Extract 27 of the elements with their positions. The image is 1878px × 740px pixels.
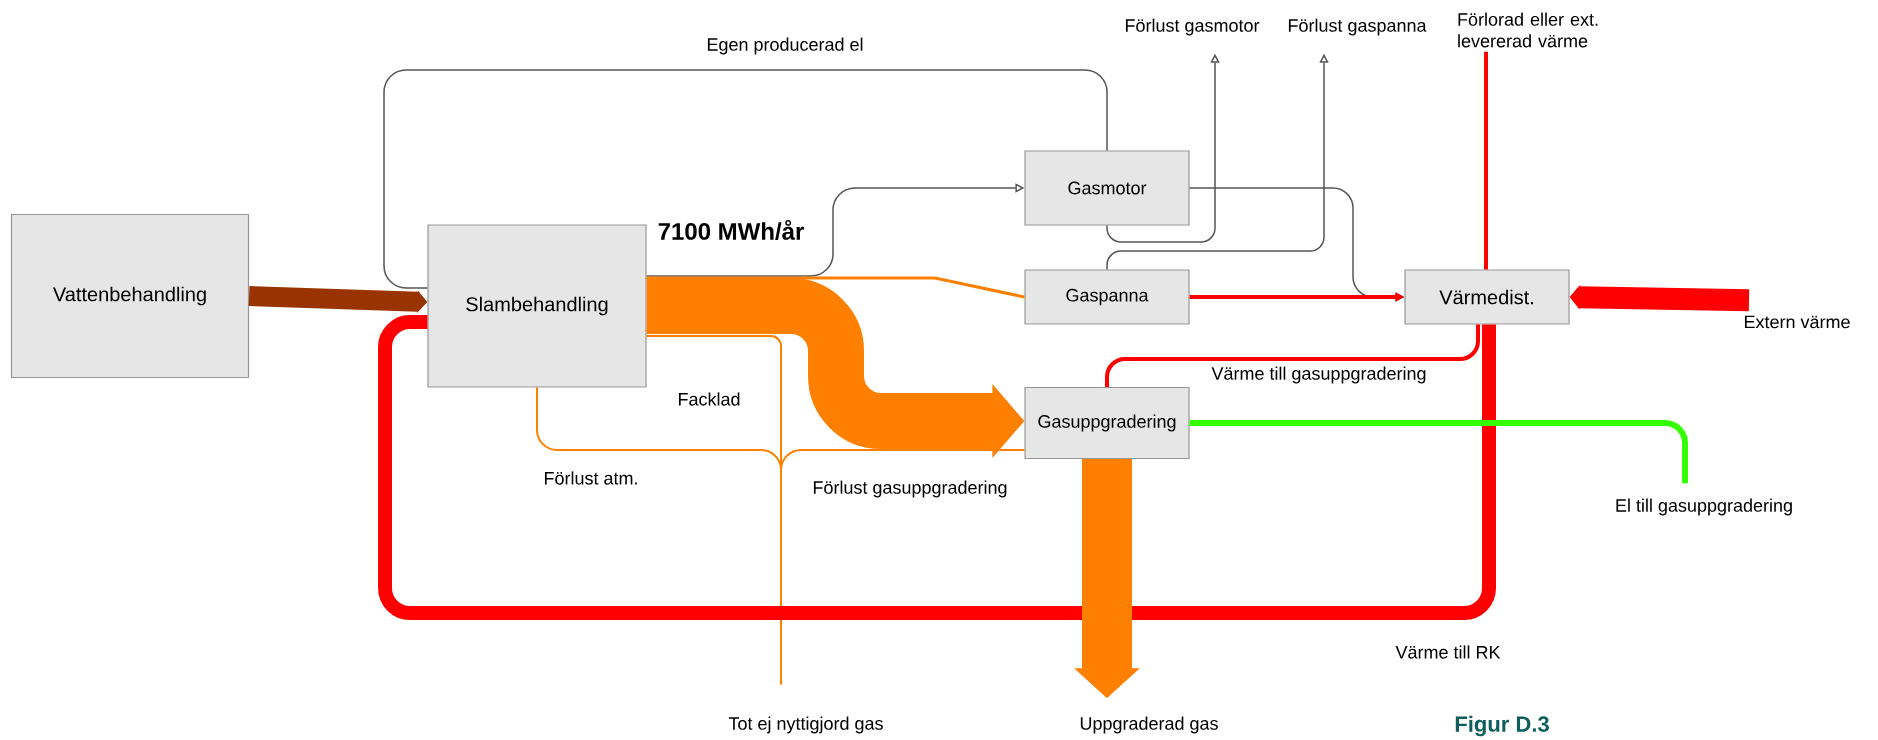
- flow-label: Förlust gaspanna: [1288, 18, 1427, 36]
- flow-label: Förlust gasmotor: [1125, 18, 1260, 36]
- figure-caption: Figur D.3: [1455, 715, 1549, 737]
- flow-line: [383, 69, 1108, 289]
- value-label: 7100 MWh/år: [658, 219, 804, 241]
- flow-label: Uppgraderad gas: [1080, 716, 1218, 734]
- flow-line: [1189, 420, 1688, 484]
- flow-label: Extern värme: [1745, 315, 1850, 329]
- flow-line: [1484, 51, 1488, 270]
- process-box: Slambehandling: [427, 224, 647, 388]
- process-box: Gasmotor: [1024, 150, 1190, 226]
- edge-label: Egen producerad el: [704, 35, 866, 57]
- edge-label: Förlust atm.: [541, 469, 641, 487]
- process-box: Gaspanna: [1024, 269, 1190, 325]
- flow-label: Förlorad eller ext. levererad värme: [1458, 12, 1598, 48]
- process-box: Värmedist.: [1404, 269, 1570, 325]
- flow-line: [646, 276, 1025, 299]
- flow-label: Tot ej nyttigjord gas: [728, 716, 883, 734]
- edge-label: Värme till RK: [1393, 643, 1503, 661]
- edge-label: Förlust gasuppgradering: [810, 478, 1010, 500]
- flow-line: [378, 315, 1496, 620]
- process-box: Gasuppgradering: [1024, 386, 1190, 460]
- process-box: Vattenbehandling: [10, 213, 250, 379]
- edge-label: Facklad: [675, 390, 743, 408]
- flow-line: [780, 449, 1026, 686]
- flow-label: El till gasuppgradering: [1616, 498, 1792, 516]
- edge-label: Värme till gasuppgradering: [1209, 364, 1429, 386]
